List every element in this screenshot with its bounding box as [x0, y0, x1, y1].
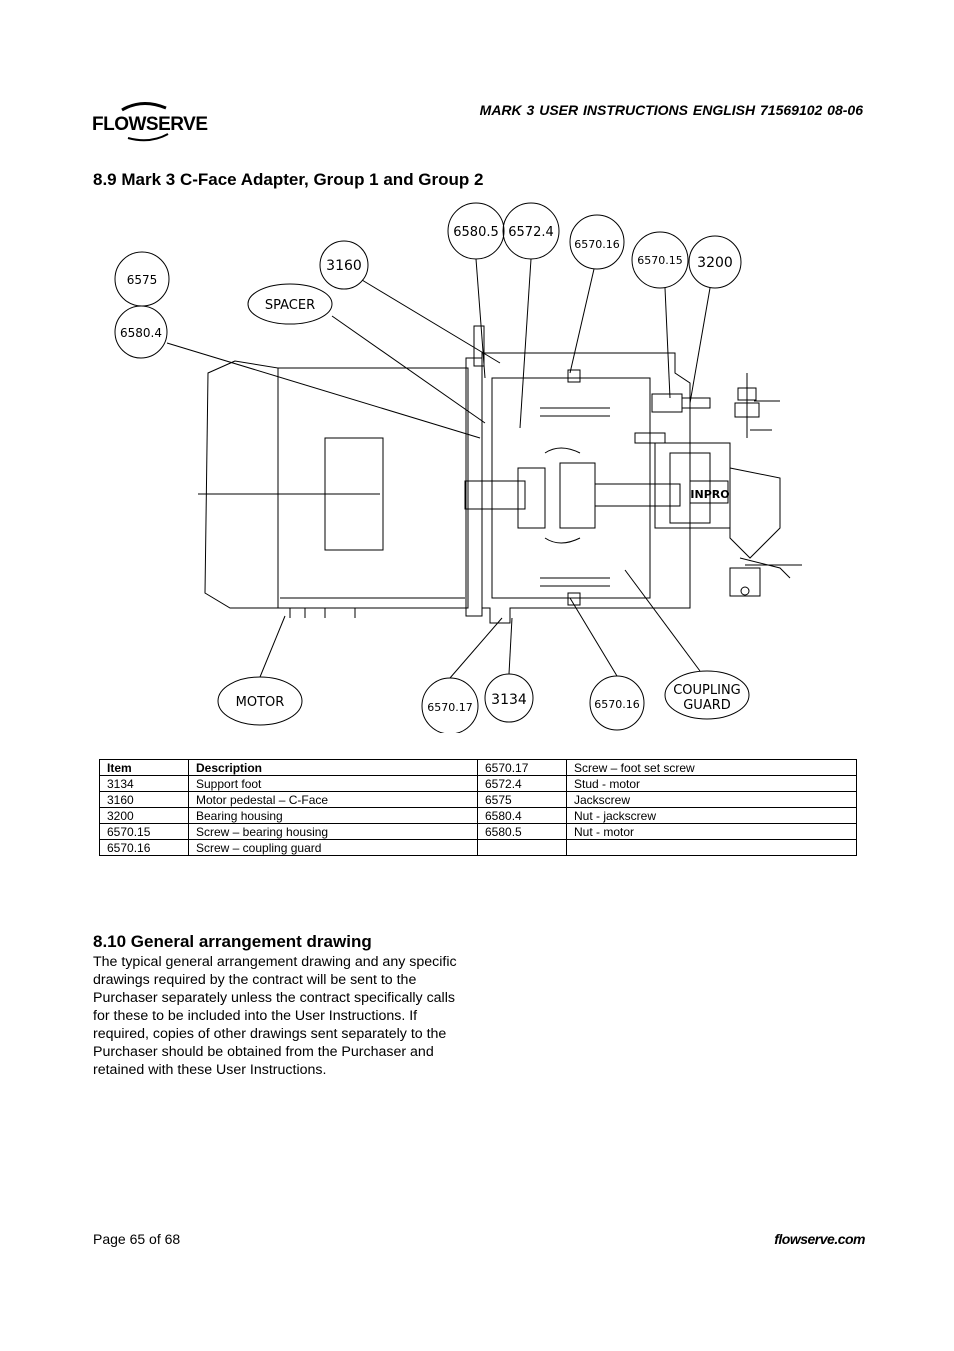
callout-label-guard: GUARD: [683, 698, 731, 713]
callout-label-spacer: SPACER: [265, 298, 315, 313]
table-cell: 6572.4: [477, 775, 567, 792]
section-heading-8-9: 8.9 Mark 3 C-Face Adapter, Group 1 and G…: [93, 170, 484, 189]
leader-6570-16-top: [569, 268, 595, 374]
motor-pedestal: [481, 352, 691, 624]
logo-swoosh-icon: [121, 102, 169, 142]
table-cell: Support foot: [188, 775, 478, 792]
table-cell: Nut - jackscrew: [566, 807, 857, 824]
table-cell: 6575: [477, 791, 567, 808]
table-cell: Nut - motor: [566, 823, 857, 840]
pump-shaft: [594, 483, 681, 507]
callout-label-3200: 3200: [697, 255, 733, 271]
leader-3200: [689, 287, 711, 404]
callout-label-coupling: COUPLING: [673, 683, 741, 698]
callout-label-6570-15: 6570.15: [637, 254, 683, 267]
document-header: MARK 3 USER INSTRUCTIONS ENGLISH 7156910…: [479, 102, 863, 118]
table-cell: Screw – coupling guard: [188, 839, 478, 856]
table-row: 3160 Motor pedestal – C-Face 6575 Jacksc…: [99, 791, 857, 808]
leader-spacer: [331, 315, 486, 424]
table-cell: 3200: [99, 807, 189, 824]
table-cell: 3160: [99, 791, 189, 808]
table-cell: Screw – foot set screw: [566, 759, 857, 776]
table-row: 3134 Support foot 6572.4 Stud - motor: [99, 775, 857, 792]
page-number: Page 65 of 68: [93, 1231, 181, 1247]
table-cell: [566, 839, 857, 856]
section-heading-8-10: 8.10 General arrangement drawing: [93, 932, 372, 951]
callout-circle-3200: [688, 235, 742, 289]
callout-circle-6570-15: [631, 231, 689, 289]
table-cell: 6570.15: [99, 823, 189, 840]
table-cell: Bearing housing: [188, 807, 478, 824]
table-cell: 6580.5: [477, 823, 567, 840]
leader-coupling-guard: [624, 569, 701, 672]
motor-housing: [277, 367, 469, 609]
callout-label-6580-4: 6580.4: [120, 326, 162, 340]
table-cell: Motor pedestal – C-Face: [188, 791, 478, 808]
column-header-description: Description: [188, 759, 478, 776]
table-cell: 6570.16: [99, 839, 189, 856]
callout-circle-spacer: [247, 283, 333, 325]
motor-end-cap: [204, 360, 279, 609]
callout-circle-coupling-guard: [664, 670, 750, 720]
callout-label-6570-17: 6570.17: [427, 701, 473, 714]
footer-website: flowserve.com: [774, 1231, 865, 1247]
callout-label-3134: 3134: [491, 692, 527, 708]
leader-6580-4: [166, 342, 481, 439]
callout-label-6580-5: 6580.5: [453, 225, 499, 240]
c-face-adapter-drawing: 6580.5 6572.4 6570.16 6570.15 3200 6575 …: [114, 202, 802, 733]
inpro-seal: [689, 480, 729, 504]
table-header-row: Item Description 6570.17 Screw – foot se…: [99, 759, 857, 776]
callout-circle-6580-4: [114, 305, 168, 359]
coupling-hub-left: [517, 467, 546, 529]
bearing-housing: [654, 442, 731, 529]
inpro-label: INPRO: [690, 488, 729, 501]
callout-label-6575: 6575: [127, 273, 158, 287]
parts-table: Item Description 6570.17 Screw – foot se…: [99, 759, 857, 856]
leader-6570-15: [664, 287, 671, 399]
coupling-hub-right: [559, 462, 596, 529]
callout-label-6572-4: 6572.4: [508, 225, 554, 240]
table-cell: 6580.4: [477, 807, 567, 824]
pedestal-inner: [491, 377, 651, 599]
table-cell: 6570.17: [477, 759, 567, 776]
table-cell: Screw – bearing housing: [188, 823, 478, 840]
table-cell: [477, 839, 567, 856]
leader-6572-4: [519, 258, 532, 429]
table-row: 6570.15 Screw – bearing housing 6580.5 N…: [99, 823, 857, 840]
table-row: 6570.16 Screw – coupling guard: [99, 839, 857, 856]
callout-label-motor: MOTOR: [236, 695, 285, 710]
table-cell: 3134: [99, 775, 189, 792]
callout-circle-3160: [319, 240, 369, 290]
table-cell: Stud - motor: [566, 775, 857, 792]
column-header-item: Item: [99, 759, 189, 776]
leader-3134: [508, 617, 513, 675]
callout-label-6570-16-bottom: 6570.16: [594, 698, 640, 711]
table-cell: Jackscrew: [566, 791, 857, 808]
callout-circle-6570-16-top: [569, 214, 625, 270]
motor-shaft: [464, 480, 526, 510]
flowserve-logo: FLOWSERVE: [92, 98, 208, 142]
leader-6570-16-bottom: [569, 597, 618, 677]
leader-6570-17: [449, 617, 503, 679]
section-body-text: The typical general arrangement drawing …: [93, 954, 457, 1078]
callout-label-3160: 3160: [326, 258, 362, 274]
screw-bearing-housing: [651, 393, 683, 413]
table-row: 3200 Bearing housing 6580.4 Nut - jacksc…: [99, 807, 857, 824]
leader-motor: [259, 615, 286, 678]
leader-3160: [361, 279, 501, 364]
logo-text: FLOWSERVE: [92, 114, 208, 135]
callout-label-6570-16-top: 6570.16: [574, 238, 620, 251]
